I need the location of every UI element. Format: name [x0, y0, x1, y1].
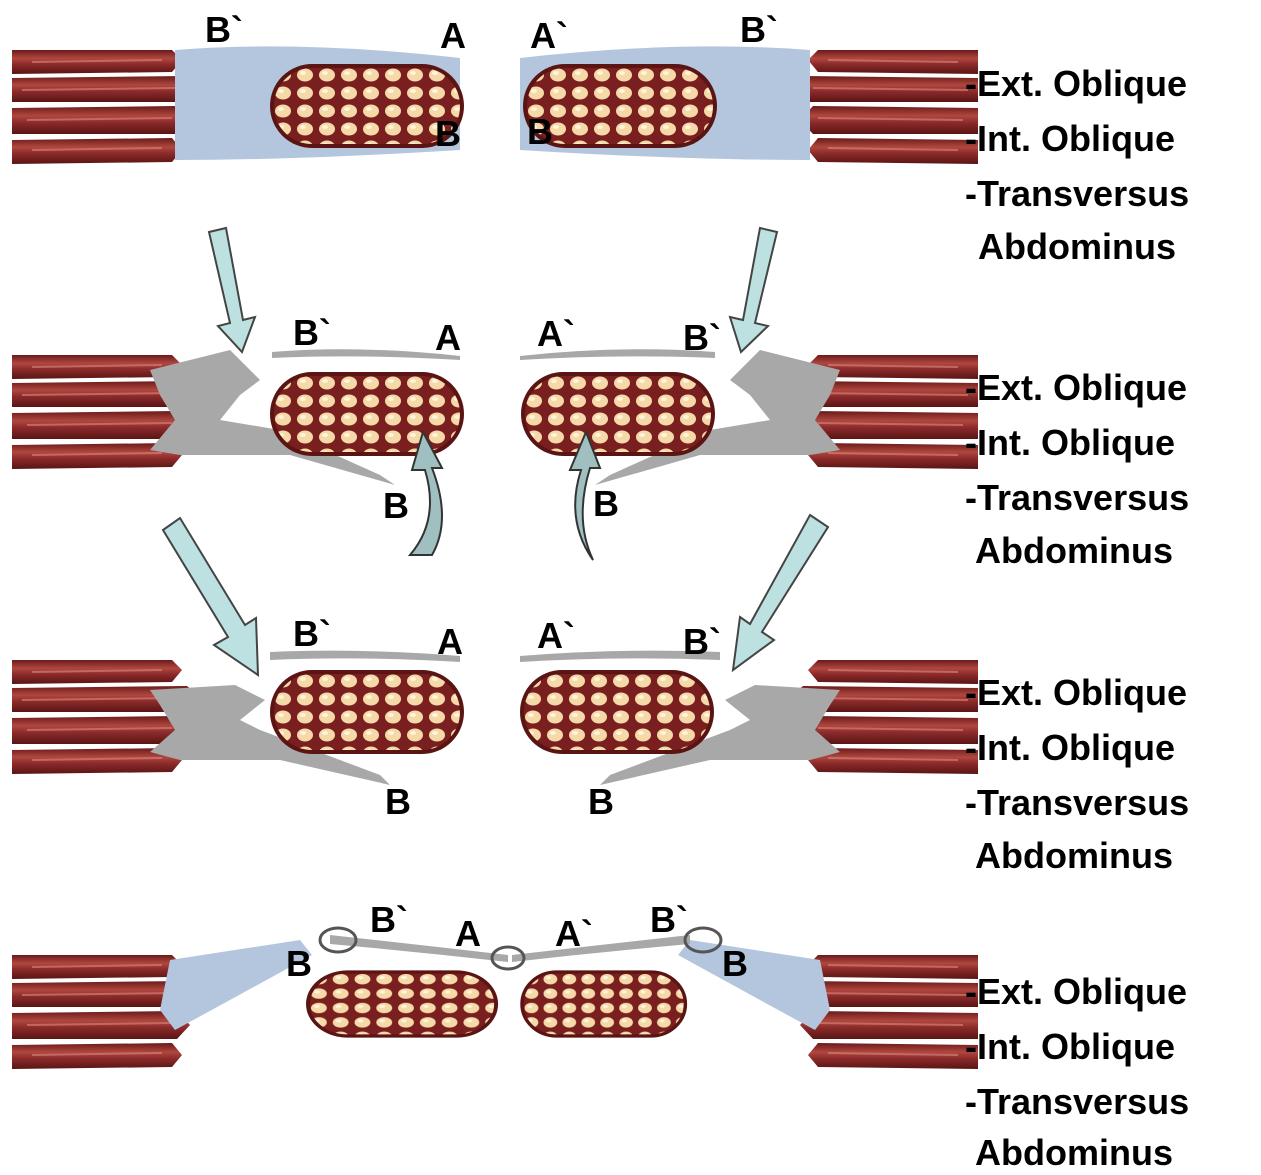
left-rectus-muscle [272, 66, 462, 146]
label-a-left: A [437, 621, 463, 662]
label-abdominus: Abdominus [978, 226, 1176, 267]
left-rectus-muscle [308, 972, 496, 1036]
left-muscle-bundle [12, 50, 202, 164]
label-b-prime-left: B` [293, 613, 331, 654]
right-muscle-bundle [788, 50, 978, 164]
label-b-left: B [383, 485, 409, 526]
arrow-down-left-2 [163, 518, 258, 675]
right-rectus-muscle [523, 374, 713, 454]
label-transversus: -Transversus [965, 173, 1189, 214]
right-rectus-muscle [525, 66, 715, 146]
label-b-prime-right: B` [683, 317, 721, 358]
label-b-prime-right: B` [740, 9, 778, 50]
label-int-oblique: -Int. Oblique [965, 118, 1175, 159]
label-b-left: B [435, 113, 461, 154]
label-b-right: B [527, 111, 553, 152]
label-b-prime-right: B` [650, 899, 688, 940]
label-int-oblique: -Int. Oblique [965, 1026, 1175, 1067]
label-a-left: A [455, 913, 481, 954]
label-transversus: -Transversus [965, 1081, 1189, 1122]
label-b-right: B [588, 781, 614, 822]
label-b-left: B [286, 943, 312, 984]
arrow-down-right-2 [733, 515, 828, 670]
panel-3: B` A B A` B` B -Ext. Oblique -Int. Obliq… [12, 613, 1189, 876]
label-a-prime-right: A` [555, 913, 593, 954]
right-rectus-muscle [522, 972, 685, 1036]
label-ext-oblique: -Ext. Oblique [965, 63, 1187, 104]
label-int-oblique: -Int. Oblique [965, 422, 1175, 463]
label-int-oblique: -Int. Oblique [965, 727, 1175, 768]
arrow-down-left-1 [209, 228, 255, 352]
left-rectus-muscle [272, 374, 462, 454]
label-a-prime-right: A` [530, 15, 568, 56]
label-b-prime-left: B` [370, 899, 408, 940]
label-ext-oblique: -Ext. Oblique [965, 367, 1187, 408]
label-b-right: B [722, 943, 748, 984]
right-fascia [678, 940, 830, 1030]
arrow-down-right-1 [730, 228, 777, 352]
label-b-prime-left: B` [293, 312, 331, 353]
label-a-left: A [435, 317, 461, 358]
label-abdominus: Abdominus [975, 1132, 1173, 1173]
right-rectus-muscle [522, 672, 712, 752]
label-abdominus: Abdominus [975, 835, 1173, 876]
label-ext-oblique: -Ext. Oblique [965, 971, 1187, 1012]
panel-4: B B` A A` B` B -Ext. Oblique -Int. Obliq… [12, 899, 1189, 1173]
label-ext-oblique: -Ext. Oblique [965, 672, 1187, 713]
label-a-prime-right: A` [537, 615, 575, 656]
panel-1: B` A B A` B` B -Ext. Oblique -Int. Obliq… [12, 9, 1189, 267]
label-b-prime-right: B` [683, 621, 721, 662]
label-a-left: A [440, 15, 466, 56]
label-a-prime-right: A` [537, 313, 575, 354]
label-abdominus: Abdominus [975, 530, 1173, 571]
label-transversus: -Transversus [965, 477, 1189, 518]
label-transversus: -Transversus [965, 782, 1189, 823]
label-b-left: B [385, 781, 411, 822]
label-b-prime-left: B` [205, 9, 243, 50]
left-rectus-muscle [272, 672, 462, 752]
label-b-right: B [593, 483, 619, 524]
